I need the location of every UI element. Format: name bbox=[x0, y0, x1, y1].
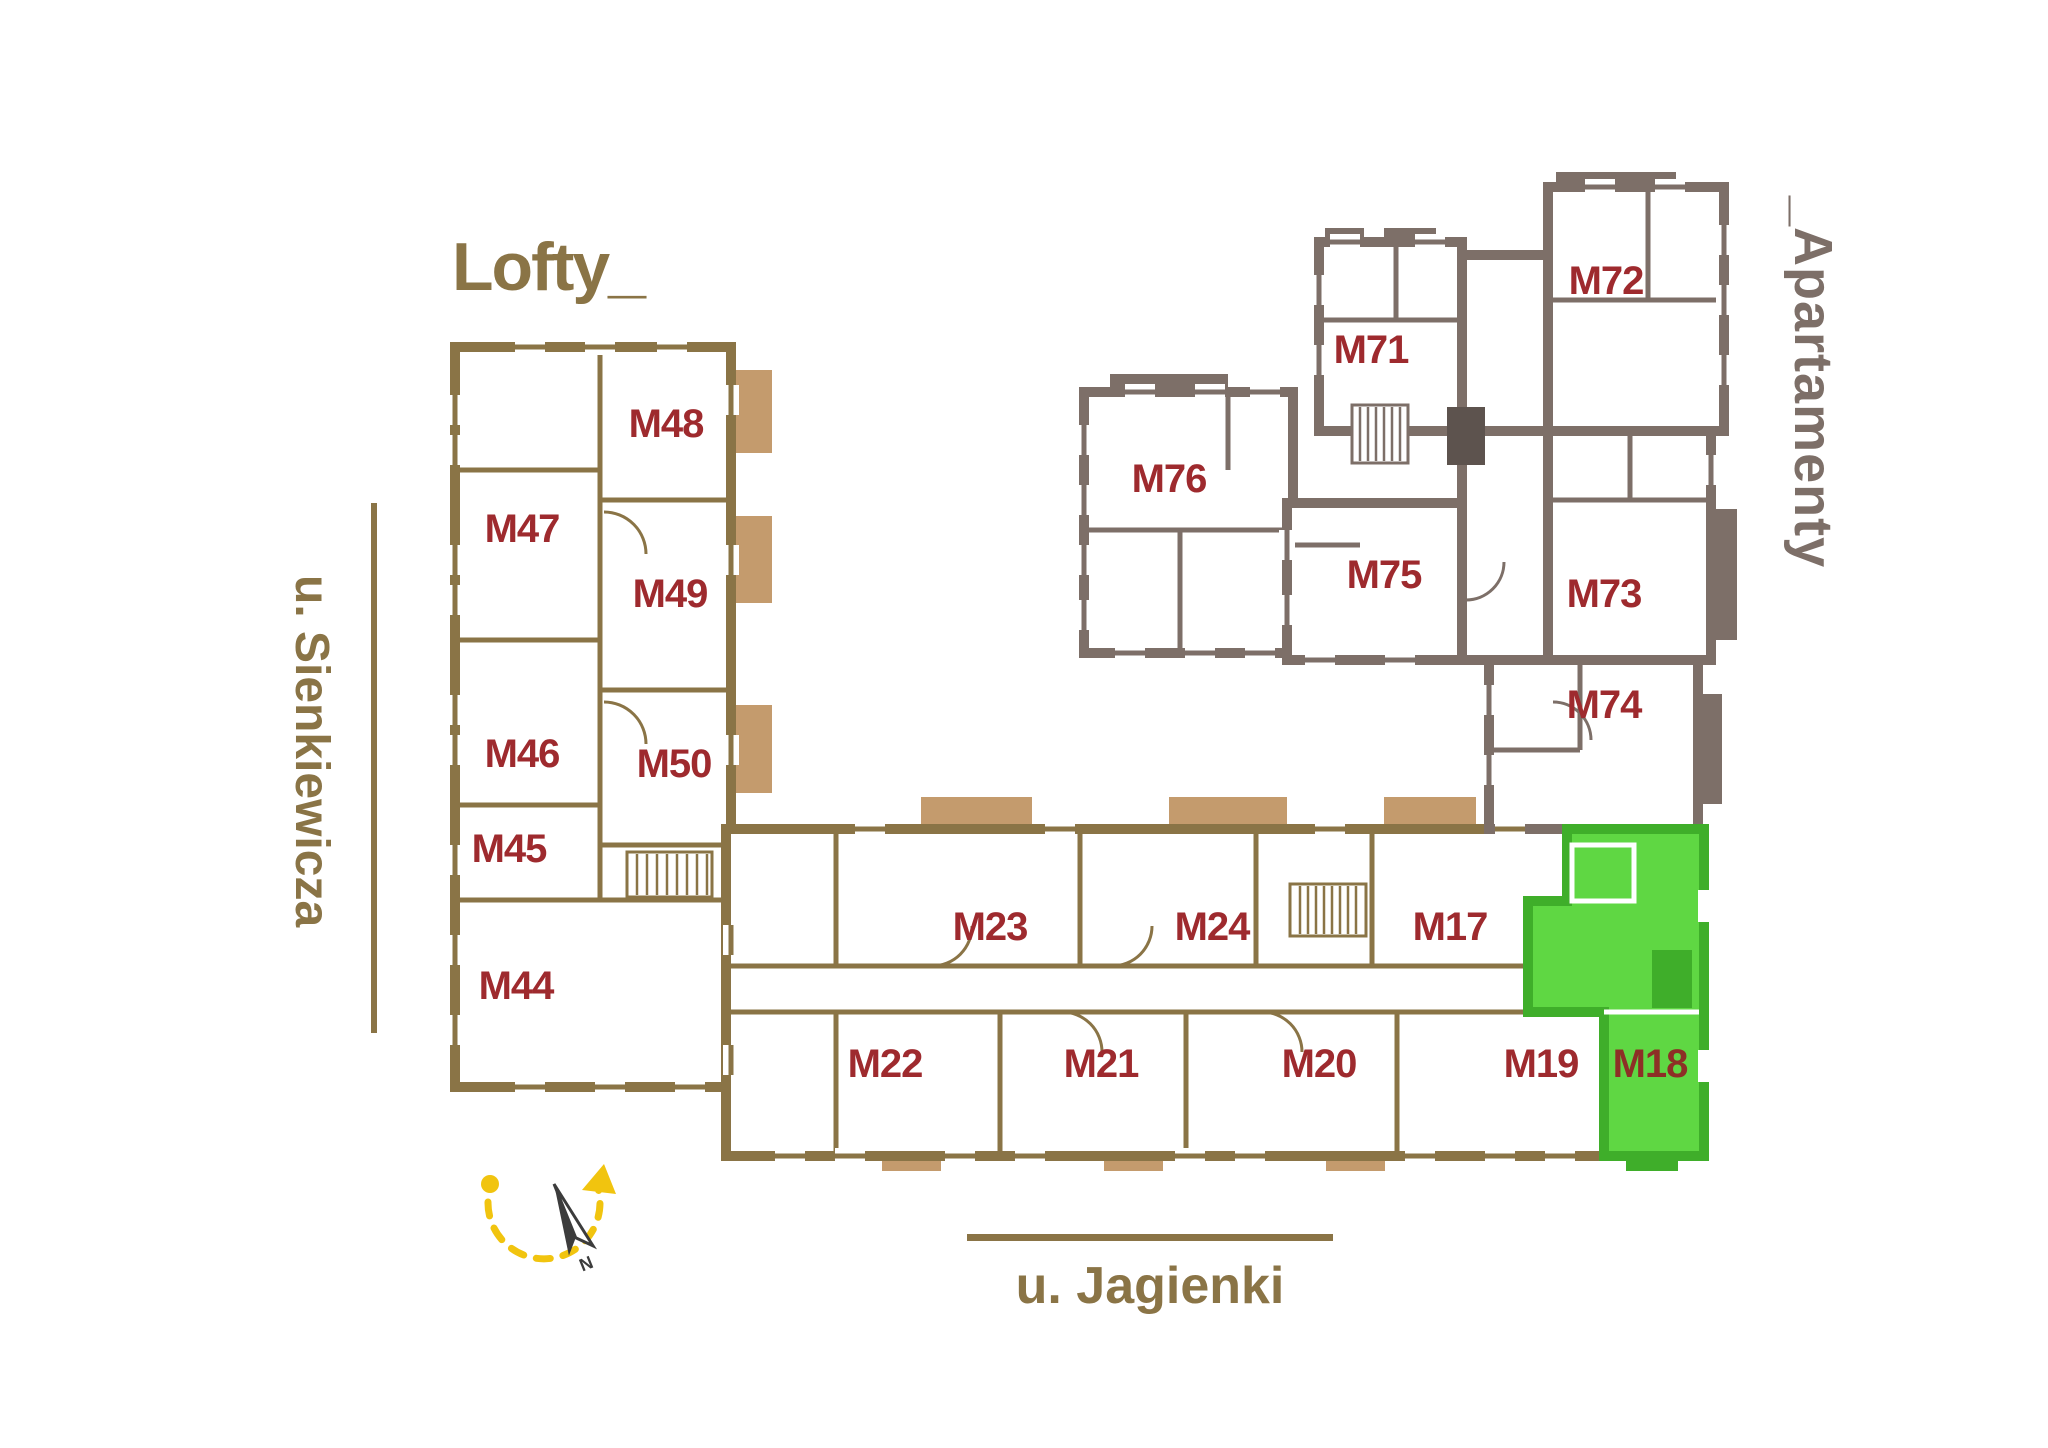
north-compass: N bbox=[481, 1164, 616, 1275]
unit-label-m44[interactable]: M44 bbox=[479, 964, 557, 1008]
balconies-lofty bbox=[736, 370, 772, 793]
m18-window-gap bbox=[1698, 890, 1710, 922]
street-jagienki-label: u. Jagienki bbox=[1015, 1257, 1285, 1315]
staircase-apartamenty-icon bbox=[1350, 403, 1410, 465]
jagienki-street-line bbox=[967, 1234, 1333, 1241]
unit-label-m50[interactable]: M50 bbox=[637, 742, 713, 786]
unit-label-m71[interactable]: M71 bbox=[1334, 328, 1411, 372]
door-arc bbox=[603, 510, 648, 555]
unit-label-m72[interactable]: M72 bbox=[1569, 259, 1645, 303]
unit-label-m75[interactable]: M75 bbox=[1347, 553, 1424, 597]
sienkiewicza-street-line bbox=[371, 503, 377, 1033]
apartamenty-title: _Apartamenty bbox=[1783, 196, 1843, 569]
unit-label-m23[interactable]: M23 bbox=[953, 905, 1029, 949]
door-arc bbox=[1261, 1010, 1304, 1053]
door-arc bbox=[1465, 561, 1506, 602]
compass-arc bbox=[484, 1184, 604, 1263]
building-lofty bbox=[450, 342, 736, 1092]
compass-arrowhead-icon bbox=[582, 1164, 616, 1194]
unit-label-m24[interactable]: M24 bbox=[1175, 905, 1253, 949]
lofty-interior-walls bbox=[458, 352, 728, 903]
apartamenty-interior-walls bbox=[1089, 192, 1719, 753]
unit-label-m74[interactable]: M74 bbox=[1567, 683, 1645, 727]
compass-dot-icon bbox=[481, 1175, 499, 1193]
staircase-lofty-icon bbox=[625, 850, 714, 899]
unit-label-m47[interactable]: M47 bbox=[485, 507, 561, 551]
door-arc bbox=[1111, 925, 1154, 968]
m18-bathroom-outline bbox=[1569, 842, 1637, 904]
north-needle-icon: N bbox=[552, 1183, 598, 1275]
door-arc bbox=[1061, 1010, 1104, 1053]
unit-label-m48[interactable]: M48 bbox=[629, 402, 706, 446]
unit-label-m49[interactable]: M49 bbox=[633, 572, 709, 616]
unit-label-m20[interactable]: M20 bbox=[1282, 1042, 1358, 1086]
unit-labels: M48 M47 M49 M46 M50 M45 M44 M23 M24 M17 … bbox=[472, 259, 1690, 1086]
unit-label-m18[interactable]: M18 bbox=[1613, 1042, 1690, 1086]
street-sienkiewicza-label: u. Sienkiewicza bbox=[285, 575, 338, 928]
lofty-title: Lofty_ bbox=[452, 229, 646, 305]
unit-label-m76[interactable]: M76 bbox=[1132, 457, 1208, 501]
unit-label-m45[interactable]: M45 bbox=[472, 827, 549, 871]
m18-window-gap bbox=[1698, 1050, 1710, 1082]
unit-label-m21[interactable]: M21 bbox=[1064, 1042, 1141, 1086]
m18-shaft bbox=[1652, 950, 1692, 1008]
elevator-shaft bbox=[1447, 407, 1485, 465]
unit-label-m17[interactable]: M17 bbox=[1413, 905, 1489, 949]
door-arc bbox=[931, 925, 974, 968]
door-arc bbox=[1552, 700, 1593, 741]
door-arc bbox=[603, 700, 648, 745]
north-label: N bbox=[576, 1252, 596, 1275]
unit-label-m46[interactable]: M46 bbox=[485, 732, 561, 776]
unit-label-m19[interactable]: M19 bbox=[1504, 1042, 1580, 1086]
unit-label-m22[interactable]: M22 bbox=[848, 1042, 924, 1086]
staircase-wing-icon bbox=[1288, 882, 1368, 938]
unit-label-m73[interactable]: M73 bbox=[1567, 572, 1643, 616]
wing-interior-walls bbox=[731, 834, 1567, 1151]
building-apartamenty bbox=[1079, 182, 1729, 834]
unit-m18-area[interactable] bbox=[1523, 824, 1710, 1171]
